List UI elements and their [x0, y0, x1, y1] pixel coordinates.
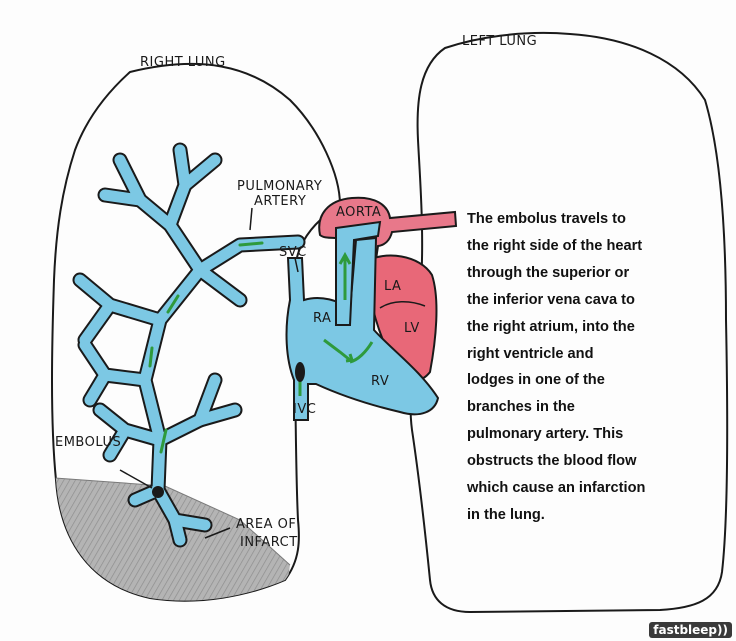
description-line: through the superior or: [467, 264, 630, 281]
description-line: lodges in one of the: [467, 372, 605, 389]
la-label: LA: [384, 279, 401, 294]
rv-label: RV: [371, 374, 389, 389]
description-text: The embolus travels to the right side of…: [467, 206, 736, 529]
aorta-label: AORTA: [336, 205, 381, 220]
description-line: in the lung.: [467, 506, 545, 523]
left-heart: [363, 254, 438, 381]
description-line: right ventricle and: [467, 345, 594, 362]
description-line: obstructs the blood flow: [467, 453, 637, 470]
area-of-infarct-label-line1: AREA OF: [236, 517, 296, 532]
pulmonary-artery-label-line1: PULMONARY: [237, 179, 322, 194]
pulmonary-trunk: [335, 220, 382, 326]
description-line: branches in the: [467, 399, 575, 416]
fastbleep-logo: fastbleep)): [649, 622, 732, 638]
description-line: the right atrium, into the: [467, 318, 635, 335]
lv-label: LV: [404, 321, 420, 336]
infarct-area: [52, 477, 291, 601]
pulmonary-artery-label-line2: ARTERY: [254, 194, 306, 209]
description-line: the right side of the heart: [467, 237, 643, 254]
embolus-lodged: [152, 486, 164, 498]
left-lung-outline: [409, 31, 729, 614]
pointer-lines: [119, 207, 299, 539]
left-lung-label: LEFT LUNG: [462, 34, 537, 49]
description-line: the inferior vena cava to: [467, 291, 635, 308]
area-of-infarct-label-line2: INFARCT: [240, 535, 298, 550]
description-line: The embolus travels to: [467, 211, 626, 227]
pulmonary-artery-tree: [72, 142, 306, 548]
svc-label: SVC: [279, 245, 307, 260]
ivc-label: IVC: [293, 402, 316, 417]
description-line: which cause an infarction: [467, 480, 646, 497]
embolus-label: EMBOLUS: [55, 435, 121, 450]
right-lung-label: RIGHT LUNG: [140, 55, 226, 70]
heart-flow-arrows: [298, 251, 374, 396]
ra-label: RA: [313, 311, 331, 326]
description-line: pulmonary artery. This: [467, 426, 624, 443]
embolus-in-ivc: [295, 362, 305, 382]
